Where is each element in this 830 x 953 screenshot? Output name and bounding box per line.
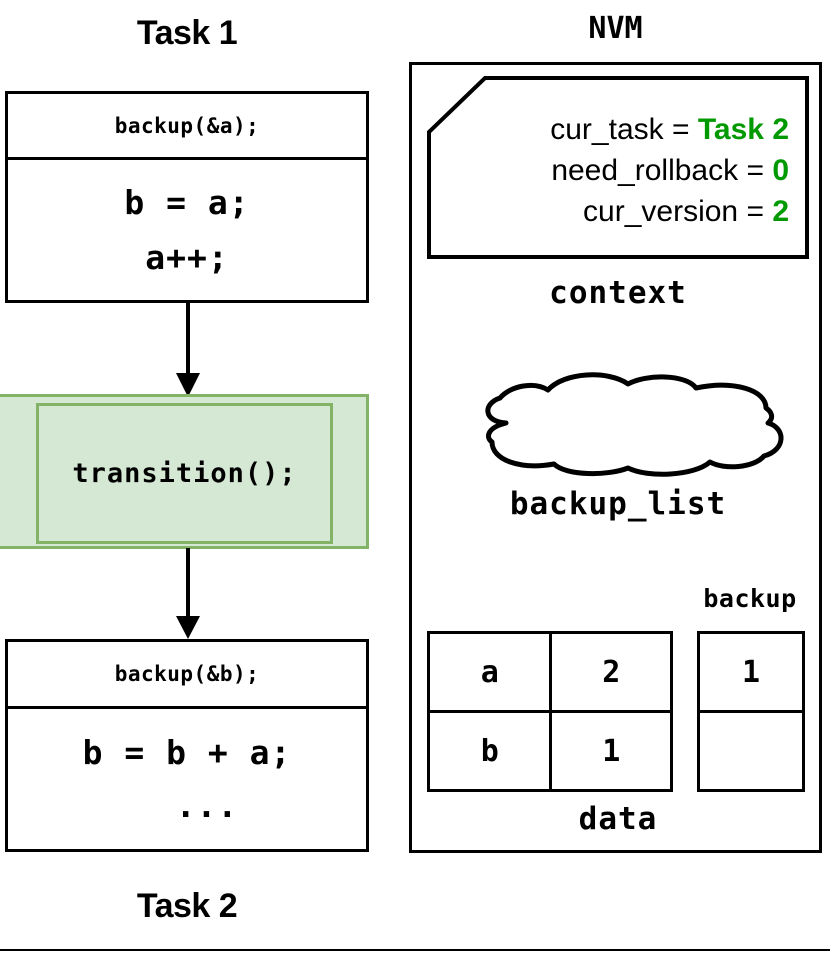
task1-body-line1: b = a; [124,183,250,222]
task2-header-code: backup(&b); [114,662,260,686]
nvm-title: NVM [588,11,643,47]
context-field-cur-task-value: Task 2 [697,113,789,146]
transition-outer-box: transition(); [0,394,369,549]
task2-title: Task 2 [136,887,238,926]
task2-body-line1: b = b + a; [82,733,292,772]
data-label: data [578,800,658,837]
context-field-need-rollback-value: 0 [772,154,789,187]
task1-body-line2: a++; [145,238,229,277]
transition-inner-box: transition(); [36,403,333,544]
context-fields: cur_task = Task 2 need_rollback = 0 cur_… [427,109,789,232]
task1-header-code: backup(&a); [114,113,260,138]
task2-body-line2: ... [175,786,239,825]
backup-cell-a: 1 [697,631,805,713]
context-box-outline [427,76,809,259]
task1-code-box: backup(&a); b = a; a++; [5,91,369,303]
data-table: a 2 b 1 [426,631,673,792]
context-field-need-rollback-name: need_rollback = [551,154,773,187]
table-row [697,710,805,792]
table-row: 1 [697,631,805,713]
arrow-down-icon-task1-to-transition [176,303,200,397]
context-field-need-rollback: need_rollback = 0 [427,150,789,191]
context-field-cur-task: cur_task = Task 2 [427,109,789,150]
data-cell-value-b: 1 [549,710,673,792]
backup-column-label: backup [703,583,797,613]
table-row: a 2 [426,631,673,713]
data-cell-name-b: b [426,710,553,792]
backup-table: 1 [697,631,805,792]
task1-body-cell: b = a; a++; [8,160,366,300]
context-field-cur-version-name: cur_version = [583,195,773,228]
task2-body-cell: b = b + a; ... [8,709,366,849]
backup-cell-b [697,710,805,792]
task1-header-cell: backup(&a); [8,94,366,160]
backup-list-cloud-shape [485,372,784,477]
context-label: context [549,274,687,311]
bottom-divider [0,949,830,951]
task1-title: Task 1 [136,14,238,53]
data-cell-name-a: a [426,631,553,713]
transition-code: transition(); [72,458,297,489]
context-field-cur-version-value: 2 [772,195,789,228]
task2-code-box: backup(&b); b = b + a; ... [5,639,369,852]
context-box: cur_task = Task 2 need_rollback = 0 cur_… [427,76,809,259]
arrow-down-icon-transition-to-task2 [176,548,200,639]
context-field-cur-task-name: cur_task = [550,113,698,146]
context-field-cur-version: cur_version = 2 [427,191,789,232]
backup-list-label: backup_list [509,485,727,522]
task2-header-cell: backup(&b); [8,642,366,709]
data-cell-value-a: 2 [549,631,673,713]
table-row: b 1 [426,710,673,792]
